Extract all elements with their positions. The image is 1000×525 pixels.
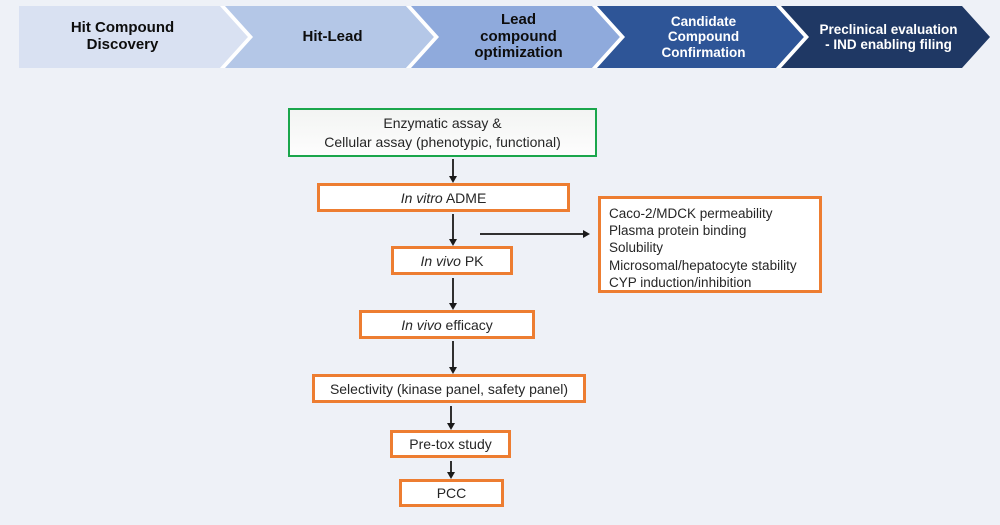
pre-tox-study-box: Pre-tox study <box>390 430 511 458</box>
stage-hit-lead: Hit-Lead <box>225 6 434 68</box>
in-vivo-pk-box: In vivo PK <box>391 246 513 275</box>
stage-chevron-shape: Hit-Lead <box>225 6 434 68</box>
selectivity-box: Selectivity (kinase panel, safety panel) <box>312 374 586 403</box>
stage-candidate-compound-confirmation: Candidate Compound Confirmation <box>597 6 804 68</box>
detail-line: Solubility <box>609 240 664 256</box>
detail-line: Plasma protein binding <box>609 223 747 239</box>
pcc-box: PCC <box>399 479 504 507</box>
in-vitro-adme-box: In vitro ADME <box>317 183 570 212</box>
arrow-down-pretox-to-pcc <box>447 461 454 479</box>
stage-label: Hit Compound Discovery <box>70 19 175 53</box>
assay-box-line2: Cellular assay (phenotypic, functional) <box>324 133 561 150</box>
stage-chevron-shape: Candidate Compound Confirmation <box>597 6 804 68</box>
adme-details-box: Caco-2/MDCK permeability Plasma protein … <box>598 196 822 293</box>
arrow-down-assay-to-adme <box>449 159 456 183</box>
arrow-right-to-adme-details <box>480 230 590 237</box>
in-vivo-efficacy-box: In vivo efficacy <box>359 310 535 339</box>
detail-line: CYP induction/inhibition <box>609 274 752 290</box>
arrow-down-selectivity-to-pretox <box>447 406 454 430</box>
stage-preclinical-evaluation: Preclinical evaluation - IND enabling fi… <box>781 6 990 68</box>
arrow-down-efficacy-to-selectivity <box>449 341 456 374</box>
stage-chevron-shape: Preclinical evaluation - IND enabling fi… <box>781 6 990 68</box>
stage-label: Preclinical evaluation - IND enabling fi… <box>819 21 958 52</box>
stage-hit-compound-discovery: Hit Compound Discovery <box>19 6 248 68</box>
stage-chevron-shape: Hit Compound Discovery <box>19 6 248 68</box>
stage-label: Hit-Lead <box>302 27 363 45</box>
stage-chevron-shape: Lead compound optimization <box>411 6 620 68</box>
arrow-down-adme-to-pk <box>449 214 456 246</box>
stage-label: Lead compound optimization <box>474 10 563 62</box>
detail-line: Microsomal/hepatocyte stability <box>609 257 797 273</box>
enzymatic-cellular-assay-box: Enzymatic assay & Cellular assay (phenot… <box>288 108 597 157</box>
stage-label: Candidate Compound Confirmation <box>661 14 746 60</box>
detail-line: Caco-2/MDCK permeability <box>609 206 773 221</box>
arrow-down-pk-to-efficacy <box>449 278 456 310</box>
stage-lead-compound-optimization: Lead compound optimization <box>411 6 620 68</box>
assay-box-line1: Enzymatic assay & <box>383 114 502 131</box>
